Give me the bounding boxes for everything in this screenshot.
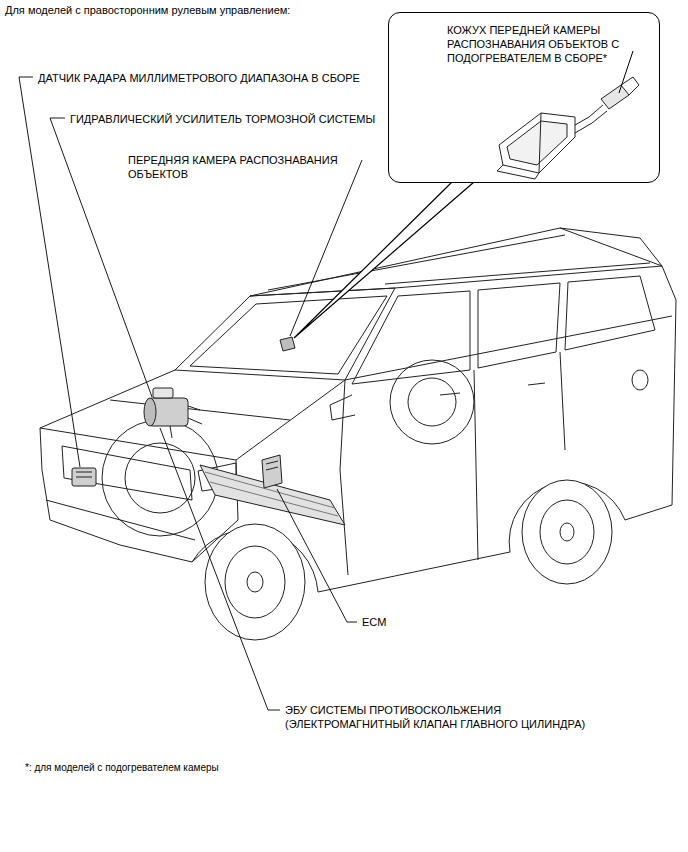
components-part xyxy=(280,337,295,351)
components-part xyxy=(266,461,278,470)
part-label: ECM xyxy=(362,615,386,629)
vehicle-body-part xyxy=(40,428,192,562)
vehicle-body-part xyxy=(560,352,565,450)
callout-pointer-part xyxy=(294,182,474,338)
vehicle-body-part xyxy=(125,443,195,513)
vehicle-body-part xyxy=(340,380,348,575)
leader-lines-part xyxy=(19,77,80,467)
heater-part xyxy=(507,121,567,165)
title: Для моделей с правосторонним рулевым упр… xyxy=(5,3,290,17)
footnote: *: для моделей с подогревателем камеры xyxy=(25,761,219,775)
callout-text: КОЖУХ ПЕРЕДНЕЙ КАМЕРЫ РАСПОЗНАВАНИЯ ОБЪЕ… xyxy=(447,23,642,65)
vehicle-body-part xyxy=(225,546,285,618)
heater-part xyxy=(575,111,607,133)
part-label-holder: ГИДРАВЛИЧЕСКИЙ УСИЛИТЕЛЬ ТОРМОЗНОЙ СИСТЕ… xyxy=(70,112,375,126)
heater-part xyxy=(499,113,575,173)
part-label-holder: ЭБУ СИСТЕМЫ ПРОТИВОСКОЛЬЖЕНИЯ (ЭЛЕКТРОМА… xyxy=(285,703,620,731)
vehicle-body-part xyxy=(478,283,560,368)
components-part xyxy=(153,388,173,398)
callout-pointer xyxy=(294,182,474,338)
vehicle-body-part xyxy=(474,370,478,560)
part-label: ДАТЧИК РАДАРА МИЛЛИМЕТРОВОГО ДИАПАЗОНА В… xyxy=(38,71,360,85)
callout-text-holder: КОЖУХ ПЕРЕДНЕЙ КАМЕРЫ РАСПОЗНАВАНИЯ ОБЪЕ… xyxy=(447,23,642,65)
heater-part xyxy=(619,51,633,93)
leader-lines xyxy=(19,77,362,710)
vehicle-body-part xyxy=(247,572,263,592)
callout-box: КОЖУХ ПЕРЕДНЕЙ КАМЕРЫ РАСПОЗНАВАНИЯ ОБЪЕ… xyxy=(388,12,660,183)
title-holder: Для моделей с правосторонним рулевым упр… xyxy=(5,3,290,17)
vehicle-body-part xyxy=(190,296,387,374)
heater-part xyxy=(575,105,603,125)
vehicle-body-part xyxy=(62,446,192,500)
leader-lines-part xyxy=(277,489,357,622)
vehicle-body-part xyxy=(540,500,594,564)
vehicle-body-part xyxy=(408,378,456,426)
vehicle-body-part xyxy=(46,500,195,540)
vehicle-body-part xyxy=(318,552,510,592)
footnote-holder: *: для моделей с подогревателем камеры xyxy=(25,761,219,775)
vehicle-body-part xyxy=(440,393,460,395)
vehicle-body-part xyxy=(352,291,470,384)
vehicle-body-part xyxy=(385,263,650,284)
vehicle-body-part xyxy=(40,370,345,460)
part-label: ЭБУ СИСТЕМЫ ПРОТИВОСКОЛЬЖЕНИЯ (ЭЛЕКТРОМА… xyxy=(285,703,620,731)
components-part xyxy=(76,472,92,477)
heater-part xyxy=(497,165,539,179)
part-label-holder: ДАТЧИК РАДАРА МИЛЛИМЕТРОВОГО ДИАПАЗОНА В… xyxy=(38,71,360,85)
components-part xyxy=(144,398,156,426)
components xyxy=(72,337,345,525)
part-label: ПЕРЕДНЯЯ КАМЕРА РАСПОЗНАВАНИЯ ОБЪЕКТОВ xyxy=(128,153,373,181)
vehicle-body-part xyxy=(250,228,662,296)
heater-part xyxy=(497,51,639,179)
vehicle-body-part xyxy=(102,420,218,536)
vehicle-body-part xyxy=(632,370,648,390)
vehicle-body-part xyxy=(565,276,655,350)
vehicle-body-part xyxy=(205,524,305,640)
vehicle-body-part xyxy=(345,316,672,380)
vehicle-body-part xyxy=(528,383,545,385)
heater-part xyxy=(539,113,541,173)
vehicle-body-part xyxy=(560,523,574,541)
vehicle-body-part xyxy=(625,266,676,520)
vehicle-body-part xyxy=(175,288,395,380)
part-label-holder: ECM xyxy=(362,615,386,629)
callout-pointer-part xyxy=(294,182,474,338)
part-label: ГИДРАВЛИЧЕСКИЙ УСИЛИТЕЛЬ ТОРМОЗНОЙ СИСТЕ… xyxy=(70,112,375,126)
vehicle-body-part xyxy=(390,360,474,444)
vehicle-body-part xyxy=(522,480,612,584)
components-part xyxy=(170,406,202,438)
vehicle-body-part xyxy=(330,395,355,420)
vehicle-body xyxy=(40,228,676,640)
components-part xyxy=(262,455,282,488)
leader-lines-part xyxy=(160,428,280,710)
vehicle-body-part xyxy=(560,228,662,266)
part-label-holder: ПЕРЕДНЯЯ КАМЕРА РАСПОЗНАВАНИЯ ОБЪЕКТОВ xyxy=(128,153,373,181)
components-part xyxy=(72,468,96,486)
heater-part xyxy=(601,85,629,109)
